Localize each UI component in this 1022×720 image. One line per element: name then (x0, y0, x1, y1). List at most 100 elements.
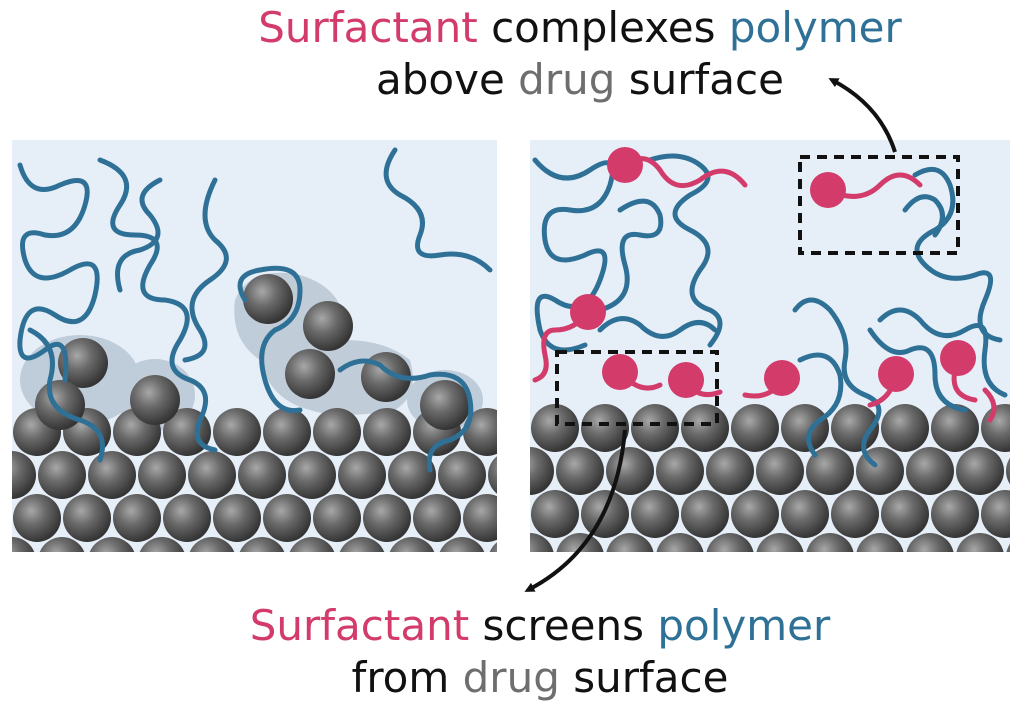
surfactant-molecule (982, 387, 997, 423)
bottom-caption-line-2: from drug surface (140, 652, 940, 704)
surfactant-word: Surfactant (249, 601, 470, 650)
polymer-chain (337, 358, 474, 473)
surfactant-word: Surfactant (258, 3, 478, 52)
drug-particle (831, 490, 879, 538)
drug-particle (756, 447, 804, 495)
bottom-caption: Surfactant screens polymer from drug sur… (140, 600, 940, 704)
drug-particle (13, 494, 61, 542)
drug-particle (89, 537, 135, 552)
drug-particle (88, 451, 136, 499)
surfactant-head (810, 172, 846, 208)
drug-particle (238, 451, 286, 499)
drug-particle (631, 490, 679, 538)
drug-surface (530, 404, 1010, 552)
polymer-chain (647, 153, 723, 348)
drug-word: drug (518, 55, 616, 104)
surfactant-head (607, 147, 643, 183)
drug-particle (781, 404, 829, 452)
adsorbed-drug-particles (35, 274, 470, 430)
polymer-chain (237, 265, 303, 414)
drug-particle (213, 408, 261, 456)
polymer-chain (867, 327, 968, 413)
drug-particle (438, 451, 486, 499)
drug-particle (39, 537, 85, 552)
polymer-chain (182, 177, 229, 363)
polymer-chains (532, 153, 1008, 468)
polymer-word: polymer (657, 601, 831, 650)
drug-particle (906, 533, 954, 552)
drug-particle (58, 338, 108, 388)
drug-particle (806, 447, 854, 495)
drug-particle (530, 447, 554, 495)
drug-particle (706, 447, 754, 495)
polymer-chain (912, 166, 1003, 343)
surfactant-head (602, 354, 638, 390)
drug-particle (363, 494, 411, 542)
caption-preposition: above (376, 55, 519, 104)
drug-particle (12, 537, 35, 552)
caption-surface-word: surface (615, 55, 784, 104)
drug-particle (856, 533, 904, 552)
drug-particle (981, 490, 1010, 538)
drug-particle (581, 404, 629, 452)
polymer-chain (902, 194, 945, 238)
drug-particle (706, 533, 754, 552)
drug-particle (389, 537, 435, 552)
dashed-highlight-box (555, 350, 719, 426)
drug-particle (488, 456, 497, 494)
caption-surface-word: surface (559, 653, 729, 702)
drug-particle (243, 274, 293, 324)
polymer-chain (115, 177, 163, 293)
drug-particle (756, 533, 804, 552)
polymer-chain (877, 307, 1008, 398)
drug-particle (681, 490, 729, 538)
drug-particle (631, 404, 679, 452)
polymer-chain (597, 198, 664, 313)
surfactant-molecule (825, 172, 923, 199)
drug-particle (931, 490, 979, 538)
drug-particle (188, 451, 236, 499)
dashed-highlight-box (798, 155, 960, 255)
drug-particle (906, 447, 954, 495)
drug-particle (289, 537, 335, 552)
drug-particle (35, 380, 85, 430)
drug-particle (338, 451, 386, 499)
polymer-word: polymer (728, 3, 902, 52)
drug-particle (556, 533, 604, 552)
drug-particle (881, 490, 929, 538)
drug-particle (263, 408, 311, 456)
top-caption: Surfactant complexes polymer above drug … (180, 2, 980, 106)
drug-particle (138, 451, 186, 499)
top-caption-line-2: above drug surface (180, 54, 980, 106)
drug-particle (463, 494, 497, 542)
drug-particle (531, 490, 579, 538)
drug-particle (420, 380, 470, 430)
drug-particle (303, 301, 353, 351)
drug-word: drug (462, 653, 560, 702)
polymer-chain (17, 162, 100, 383)
top-caption-line-1: Surfactant complexes polymer (180, 2, 980, 54)
right-panel (530, 140, 1010, 552)
drug-particle (339, 537, 385, 552)
surfactant-head (764, 360, 800, 396)
drug-particle (0, 494, 11, 542)
polymer-chain (597, 316, 718, 339)
drug-particle (363, 408, 411, 456)
drug-particle (681, 404, 729, 452)
drug-particle (263, 494, 311, 542)
drug-particle (956, 447, 1004, 495)
surfactant-head (940, 340, 976, 376)
drug-particle (606, 533, 654, 552)
drug-particle (981, 404, 1010, 452)
drug-particle (130, 375, 180, 425)
drug-particle (113, 494, 161, 542)
polymer-chain (383, 147, 493, 273)
surfactant-head (570, 294, 606, 330)
left-panel (0, 140, 497, 552)
drug-particle (606, 447, 654, 495)
surfactant-head (668, 362, 704, 398)
drug-particle (731, 490, 779, 538)
polymer-chain (97, 157, 218, 453)
polymer-chains (17, 147, 493, 473)
